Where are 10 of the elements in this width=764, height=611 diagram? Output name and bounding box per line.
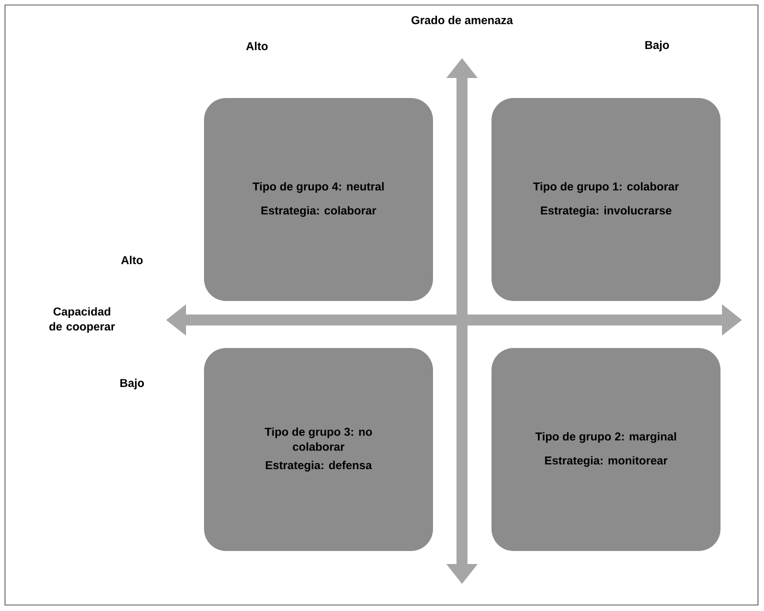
axis-label: Bajo xyxy=(120,378,144,390)
quadrant-box: Tipo de grupo 4: neutral Estrategia: colaborar xyxy=(204,98,433,301)
axis-label: Alto xyxy=(121,256,143,264)
axis-label: Grado de amenaza xyxy=(412,16,513,24)
quadrant-box: Tipo de grupo 2: marginal Estrategia: monitorear xyxy=(492,348,720,551)
quadrant-box: Tipo de grupo 1: colaborar Estrategia: involucrarse xyxy=(492,98,720,301)
axis-label: Alto xyxy=(246,42,268,50)
axis-label: Capacidad de cooperar xyxy=(49,307,115,333)
axis-label: Bajo xyxy=(645,40,669,52)
quadrant-box: Tipo de grupo 3: no colaborar Estrategia: defensa xyxy=(204,348,433,551)
